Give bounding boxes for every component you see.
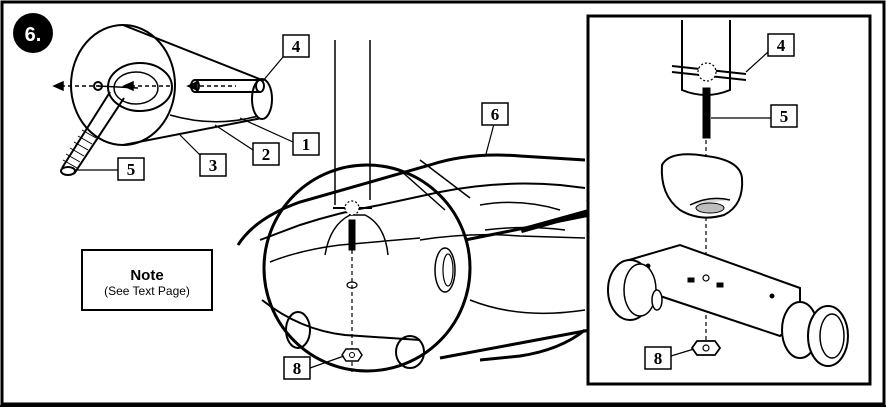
callout-4-left-box (282, 34, 310, 58)
cross-pin (195, 79, 260, 93)
step-number: 6. (25, 24, 42, 46)
callout-5-left-box (117, 157, 145, 181)
arrow-left-icon (52, 80, 64, 92)
base-outline (236, 153, 586, 362)
pin-shaft (61, 91, 125, 175)
callout-6: 6 (491, 105, 500, 124)
callout-1: 1 (302, 135, 311, 154)
nut-center (341, 348, 363, 362)
callout-3-box (199, 153, 227, 177)
callout-1-box (292, 132, 320, 156)
magnifier-parts (333, 200, 372, 372)
callout-8-right-box (644, 346, 672, 370)
wheel-right (781, 301, 849, 367)
callout-5-right: 5 (780, 107, 789, 126)
sleeve-body (122, 24, 263, 146)
callout-3: 3 (209, 156, 218, 175)
callout-8-center-box (283, 356, 311, 380)
callout-5-left: 5 (127, 160, 136, 179)
zoom-arrow-icon (520, 200, 612, 233)
sleeve-detail (60, 24, 273, 176)
callout-8-center: 8 (293, 359, 302, 378)
callout-8-right: 8 (654, 349, 663, 368)
detail-parts (607, 20, 849, 367)
callouts: 1 2 3 4 5 6 8 4 5 8 (75, 33, 798, 380)
nut-detail (690, 340, 722, 356)
callout-5-right-box (770, 104, 798, 128)
callout-2-box (252, 142, 280, 166)
callout-4-right: 4 (777, 36, 786, 55)
note-title: Note (130, 267, 163, 284)
callout-6-box (481, 102, 509, 126)
magnifier-circle (262, 163, 472, 373)
wheel-left (607, 259, 663, 321)
socket-cup (660, 153, 744, 219)
handle-tube (681, 20, 731, 96)
step-badge: 6. (13, 13, 53, 53)
callout-4-right-box (767, 33, 795, 57)
sleeve-end-ellipse (70, 24, 176, 146)
callout-4-left: 4 (292, 37, 301, 56)
note-box: Note (See Text Page) (81, 249, 213, 311)
callout-2: 2 (262, 145, 271, 164)
note-subtitle: (See Text Page) (104, 284, 190, 298)
insert-arrows (52, 80, 236, 92)
